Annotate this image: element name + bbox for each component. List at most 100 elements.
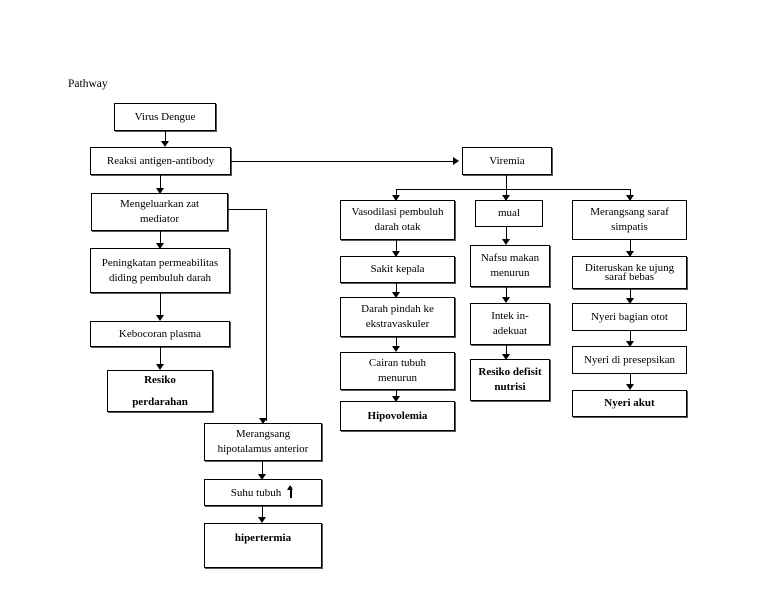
node-viremia: Viremia [462, 147, 552, 175]
arrowhead-viremia-to-vasodilasi [392, 195, 400, 201]
connector-mual-to-nafsu-makan [506, 227, 507, 242]
arrowhead-hipotalamus-to-suhu [258, 474, 266, 480]
node-nafsu-makan-menurun: Nafsu makan menurun [470, 245, 550, 287]
node-diteruskan-ke-ujung-saraf-bebas: Diteruskan ke ujung saraf bebas [572, 256, 687, 289]
connector-mediator-to-hipotalamus-h [228, 209, 267, 210]
connector-intek-to-resiko-defisit [506, 345, 507, 357]
node-intek-inadekuat-line2: adekuat [492, 325, 528, 337]
node-cairan-tubuh-menurun-line2: menurun [377, 372, 418, 384]
arrowhead-viremia-to-saraf-simpatis [626, 195, 634, 201]
connector-mediator-to-permeabilitas [160, 231, 161, 246]
connector-viremia-to-mual [506, 189, 507, 198]
arrowhead-nyeri-otot-to-presepsikan [626, 341, 634, 347]
node-diteruskan-line2: saraf bebas [604, 270, 655, 283]
arrowhead-saraf-simpatis-to-diteruskan [626, 251, 634, 257]
node-sakit-kepala-label: Sakit kepala [370, 263, 425, 276]
connector-sakit-kepala-to-darah-pindah [396, 283, 397, 295]
node-mual: mual [475, 200, 543, 227]
node-mengeluarkan-zat-mediator-line2: mediator [139, 213, 180, 225]
connector-mediator-to-hipotalamus-v [266, 209, 267, 421]
arrowhead-presepsikan-to-nyeri-akut [626, 384, 634, 390]
arrowhead-permeabilitas-to-kebocoran [156, 315, 164, 321]
page-title: Pathway [68, 78, 108, 90]
arrowhead-darah-pindah-to-cairan-tubuh [392, 346, 400, 352]
arrowhead-intek-to-resiko-defisit [502, 354, 510, 360]
node-mengeluarkan-zat-mediator-line1: Mengeluarkan zat [119, 198, 200, 211]
arrowhead-vasodilasi-to-sakit-kepala [392, 251, 400, 257]
connector-reaksi-to-mediator [160, 175, 161, 190]
node-cairan-tubuh-menurun: Cairan tubuh menurun [340, 352, 455, 390]
node-diteruskan-line1: Diteruskan ke ujung [584, 261, 675, 274]
connector-virus-to-reaksi [165, 131, 166, 143]
node-sakit-kepala: Sakit kepala [340, 256, 455, 283]
arrowhead-sakit-kepala-to-darah-pindah [392, 292, 400, 298]
node-darah-pindah-line2: ekstravaskuler [365, 318, 430, 330]
connector-cairan-tubuh-to-hipovolemia [396, 390, 397, 399]
node-reaksi-antigen-antibody-label: Reaksi antigen-antibody [106, 154, 215, 167]
connector-presepsikan-to-nyeri-akut [630, 374, 631, 387]
node-reaksi-antigen-antibody: Reaksi antigen-antibody [90, 147, 231, 175]
node-merangsang-saraf-simpatis-line2: simpatis [611, 221, 648, 233]
node-nyeri-di-presepsikan-label: Nyeri di presepsikan [583, 353, 676, 366]
node-suhu-tubuh-label: Suhu tubuh [230, 486, 282, 499]
arrowhead-mediator-to-permeabilitas [156, 243, 164, 249]
node-hipovolemia-label: Hipovolemia [367, 409, 428, 422]
node-vasodilasi-line2: darah otak [374, 221, 421, 233]
node-kebocoran-plasma: Kebocoran plasma [90, 321, 230, 347]
node-darah-pindah-ke-ekstravaskuler: Darah pindah ke ekstravaskuler [340, 297, 455, 337]
connector-diteruskan-to-nyeri-otot [630, 289, 631, 301]
node-hipovolemia: Hipovolemia [340, 401, 455, 431]
connector-vasodilasi-to-sakit-kepala [396, 240, 397, 254]
arrowhead-virus-to-reaksi [161, 141, 169, 147]
node-kebocoran-plasma-label: Kebocoran plasma [118, 327, 202, 340]
node-resiko-defisit-nutrisi: Resiko defisit nutrisi [470, 359, 550, 401]
connector-reaksi-to-viremia [231, 161, 455, 162]
node-merangsang-hipotalamus-anterior-line2: hipotalamus anterior [217, 443, 309, 455]
node-resiko-perdarahan: Resiko perdarahan [107, 370, 213, 412]
arrowhead-diteruskan-to-nyeri-otot [626, 298, 634, 304]
node-darah-pindah-line1: Darah pindah ke [361, 303, 434, 316]
node-resiko-defisit-nutrisi-line2: nutrisi [494, 381, 526, 393]
connector-permeabilitas-to-kebocoran [160, 293, 161, 319]
node-mual-label: mual [498, 207, 520, 220]
node-nyeri-bagian-otot-label: Nyeri bagian otot [591, 310, 668, 323]
node-hipertermia-label: hipertermia [234, 532, 292, 545]
node-virus-dengue-label: Virus Dengue [134, 110, 196, 123]
node-merangsang-saraf-simpatis-line1: Merangsang saraf [590, 206, 669, 219]
connector-suhu-to-hipertermia [262, 506, 263, 520]
node-mengeluarkan-zat-mediator: Mengeluarkan zat mediator [91, 193, 228, 231]
arrowhead-mediator-to-hipotalamus [259, 418, 267, 424]
node-intek-inadekuat-line1: Intek in- [491, 310, 529, 323]
connector-nafsu-makan-to-intek [506, 287, 507, 300]
connector-viremia-to-saraf-simpatis [630, 189, 631, 198]
connector-viremia-to-vasodilasi [396, 189, 397, 198]
node-merangsang-hipotalamus-anterior: Merangsang hipotalamus anterior [204, 423, 322, 461]
connector-saraf-simpatis-to-diteruskan [630, 240, 631, 254]
node-peningkatan-permeabilitas: Peningkatan permeabilitas diding pembulu… [90, 248, 230, 293]
connector-nyeri-otot-to-presepsikan [630, 331, 631, 345]
arrowhead-kebocoran-to-resiko [156, 364, 164, 370]
arrowhead-reaksi-to-viremia [453, 157, 459, 165]
node-peningkatan-permeabilitas-line2: diding pembuluh darah [108, 271, 212, 284]
node-merangsang-hipotalamus-anterior-line1: Merangsang [235, 428, 291, 441]
connector-viremia-bus [396, 189, 630, 190]
arrowhead-nafsu-makan-to-intek [502, 297, 510, 303]
arrowhead-mual-to-nafsu-makan [502, 239, 510, 245]
node-nyeri-bagian-otot: Nyeri bagian otot [572, 303, 687, 331]
node-nyeri-di-presepsikan: Nyeri di presepsikan [572, 346, 687, 374]
node-nafsu-makan-menurun-line2: menurun [490, 267, 530, 279]
arrowhead-suhu-to-hipertermia [258, 517, 266, 523]
node-intek-inadekuat: Intek in- adekuat [470, 303, 550, 345]
node-suhu-tubuh: Suhu tubuh [204, 479, 322, 506]
node-vasodilasi-line1: Vasodilasi pembuluh [351, 206, 444, 219]
node-resiko-perdarahan-line1: Resiko [144, 373, 176, 386]
connector-darah-pindah-to-cairan-tubuh [396, 337, 397, 349]
node-nafsu-makan-menurun-line1: Nafsu makan [480, 252, 540, 265]
node-hipertermia: hipertermia [204, 523, 322, 568]
connector-kebocoran-to-resiko [160, 347, 161, 368]
node-cairan-tubuh-menurun-line1: Cairan tubuh [368, 357, 427, 370]
node-peningkatan-permeabilitas-line1: Peningkatan permeabilitas [101, 256, 219, 269]
node-virus-dengue: Virus Dengue [114, 103, 216, 131]
node-vasodilasi-pembuluh-darah-otak: Vasodilasi pembuluh darah otak [340, 200, 455, 240]
